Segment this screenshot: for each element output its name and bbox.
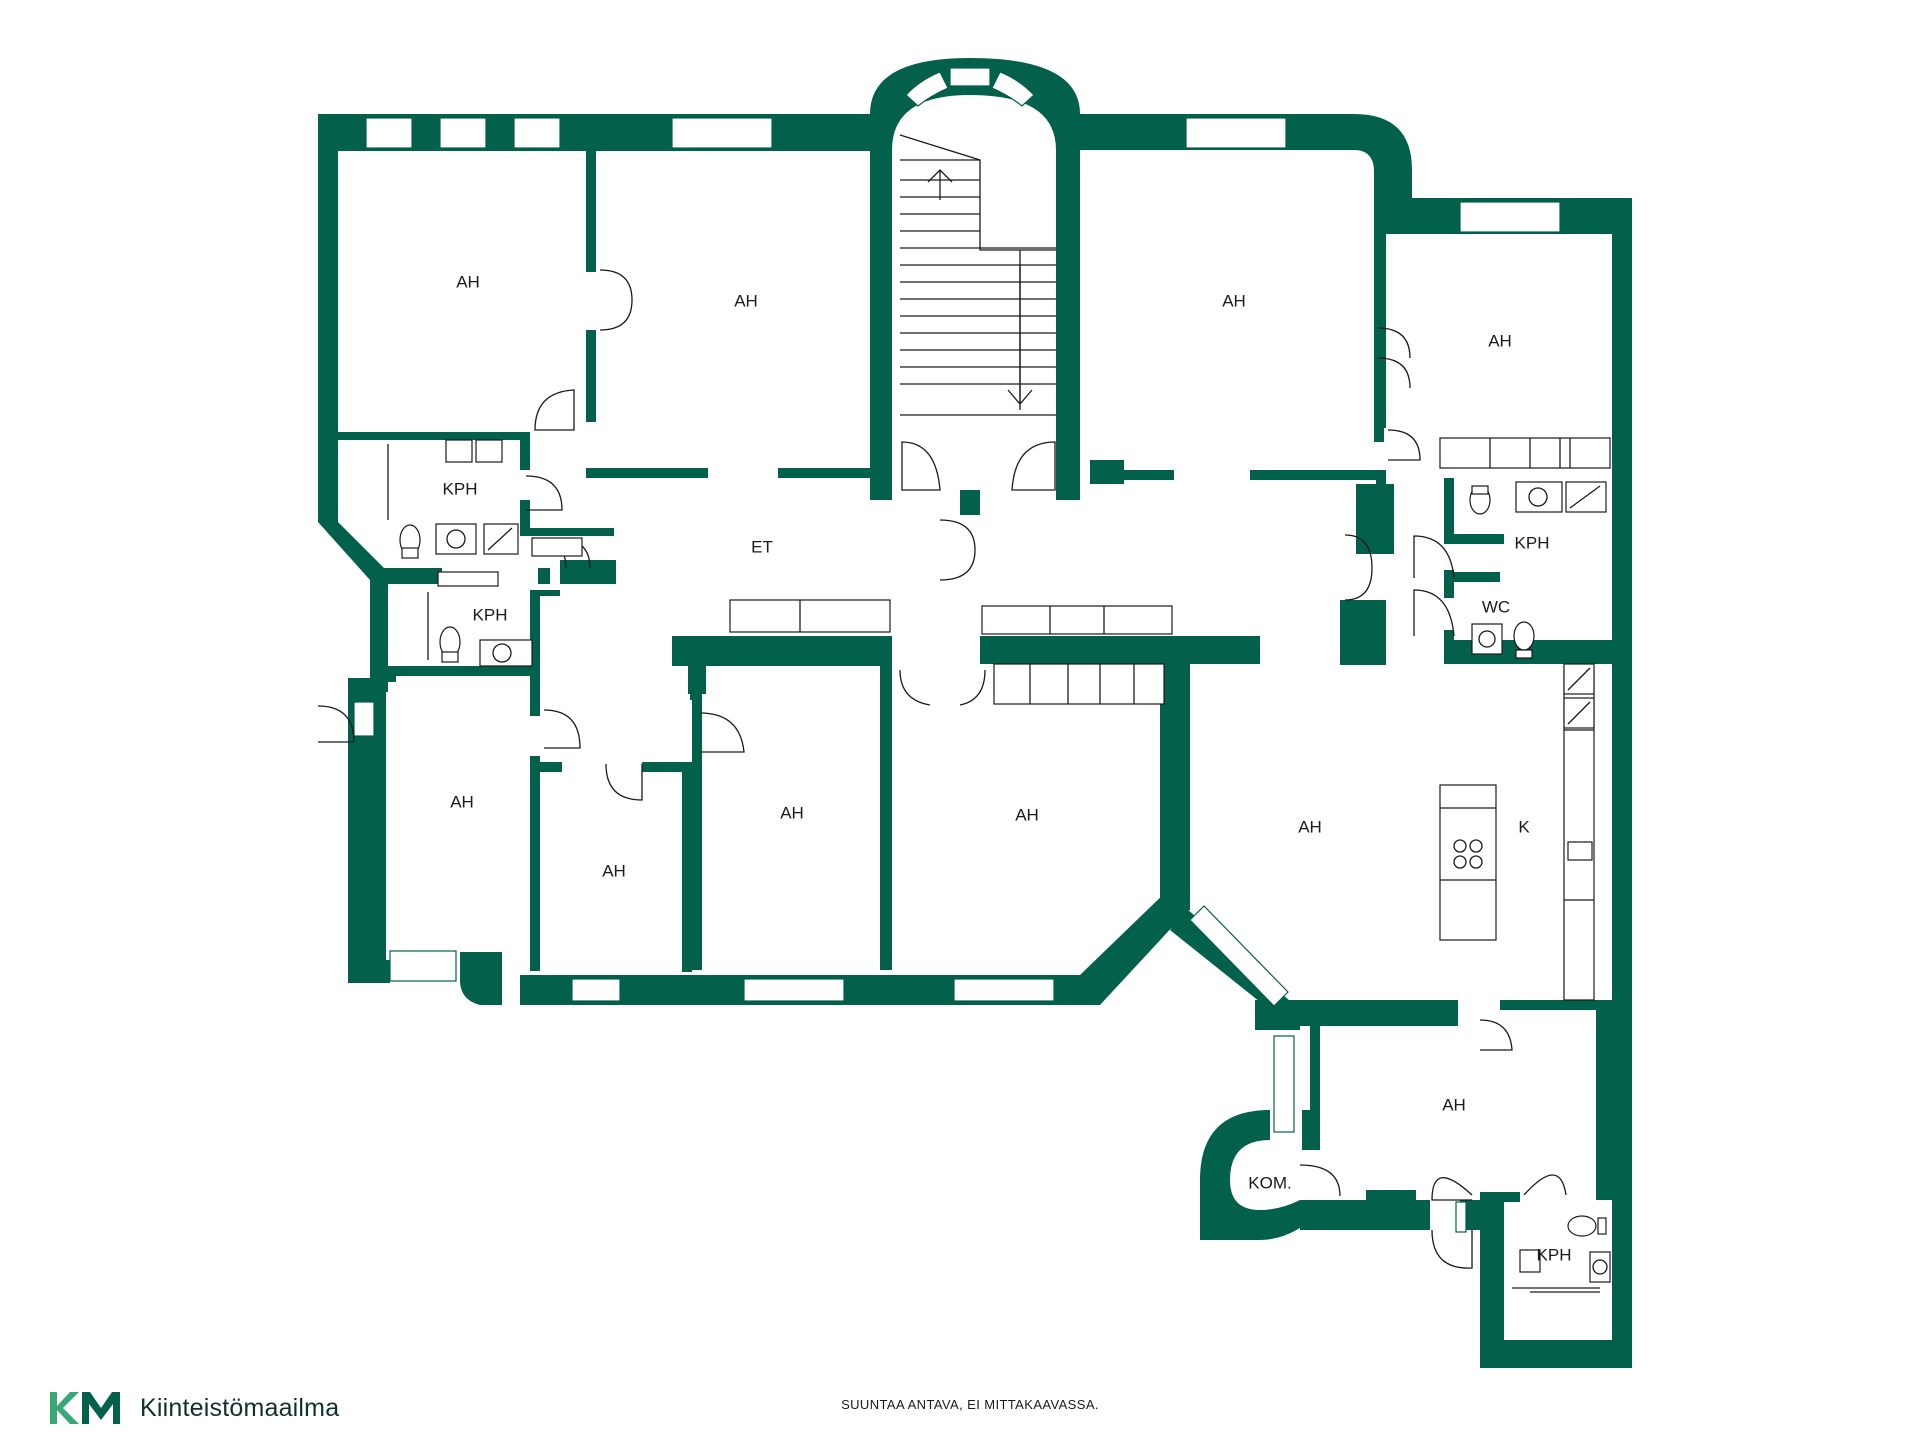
room-label-ah-2: AH <box>734 291 758 310</box>
room-label-kom: KOM. <box>1248 1173 1291 1192</box>
staircase <box>899 134 1056 416</box>
room-label-ah-5: AH <box>450 792 474 811</box>
brand-name: Kiinteistömaailma <box>140 1393 340 1422</box>
room-label-kph-1: KPH <box>443 479 478 498</box>
disclaimer-text: SUUNTAA ANTAVA, EI MITTAKAAVASSA. <box>841 1397 1099 1412</box>
walls <box>318 58 1632 1368</box>
room-label-kph-4: KPH <box>1537 1245 1572 1264</box>
room-labels: AH AH AH AH KPH ET KPH KPH WC AH AH AH AH AH K AH KOM. KP… <box>443 272 1572 1264</box>
room-label-kph-3: KPH <box>473 605 508 624</box>
brand: Kiinteistömaailma <box>48 1388 339 1428</box>
room-label-kph-2: KPH <box>1515 533 1550 552</box>
room-label-et: ET <box>751 537 773 556</box>
fixtures <box>387 437 1611 1293</box>
room-label-ah-4: AH <box>1488 331 1512 350</box>
room-label-ah-8: AH <box>1015 805 1039 824</box>
room-label-ah-7: AH <box>780 803 804 822</box>
windows <box>353 67 1561 1233</box>
room-label-ah-9: AH <box>1298 817 1322 836</box>
room-label-ah-6: AH <box>602 861 626 880</box>
km-logo-icon <box>50 1392 120 1424</box>
room-label-ah-10: AH <box>1442 1095 1466 1114</box>
room-label-k: K <box>1518 817 1530 836</box>
room-label-wc: WC <box>1482 597 1510 616</box>
room-label-ah-1: AH <box>456 272 480 291</box>
room-label-ah-3: AH <box>1222 291 1246 310</box>
